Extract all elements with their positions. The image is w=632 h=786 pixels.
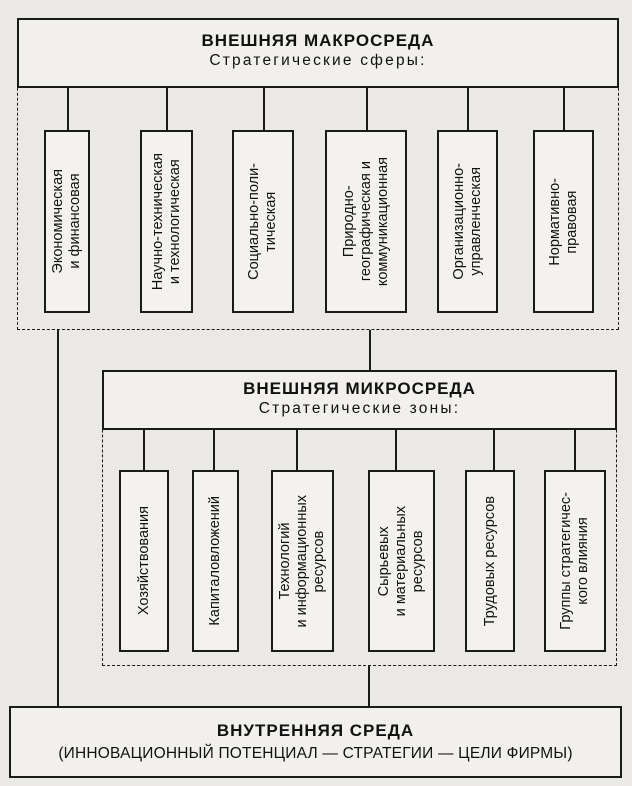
internal-box: ВНУТРЕННЯЯ СРЕДА (ИННОВАЦИОННЫЙ ПОТЕНЦИА… — [9, 706, 622, 778]
macro-sphere-label: Социально-поли- тическая — [246, 163, 279, 280]
macro-sphere-sociopolitical: Социально-поли- тическая — [232, 130, 294, 313]
micro-zone-influence-groups: Группы стратегичес- кого влияния — [544, 470, 606, 652]
internal-subtitle: (ИННОВАЦИОННЫЙ ПОТЕНЦИАЛ — СТРАТЕГИИ — Ц… — [58, 745, 573, 762]
connector — [563, 88, 565, 130]
macro-subtitle: Стратегические сферы: — [209, 52, 427, 69]
micro-zone-economy: Хозяйствования — [119, 470, 169, 652]
macro-sphere-economic: Экономическая и финансовая — [44, 130, 90, 313]
micro-title: ВНЕШНЯЯ МИКРОСРЕДА — [243, 379, 476, 398]
connector — [467, 88, 469, 130]
connector — [574, 430, 576, 470]
connector — [166, 88, 168, 130]
macro-sphere-natural: Природно- географическая и коммуникацион… — [325, 130, 407, 313]
internal-title: ВНУТРЕННЯЯ СРЕДА — [216, 721, 415, 740]
macro-sphere-scientific: Научно-техническая и технологическая — [140, 130, 193, 313]
macro-sphere-label: Нормативно- правовая — [546, 177, 580, 266]
connector — [57, 330, 59, 706]
macro-sphere-organizational: Организационно- управленческая — [437, 130, 498, 313]
micro-zone-label: Трудовых ресурсов — [481, 495, 498, 627]
connector — [369, 330, 371, 370]
macro-sphere-legal: Нормативно- правовая — [533, 130, 594, 313]
macro-title: ВНЕШНЯЯ МАКРОСРЕДА — [201, 31, 435, 50]
connector — [366, 88, 368, 130]
micro-subtitle: Стратегические зоны: — [258, 400, 461, 417]
connector — [395, 430, 397, 470]
macro-sphere-label: Организационно- управленческая — [450, 163, 484, 280]
micro-zone-label: Капиталовложений — [207, 496, 223, 626]
micro-zone-investment: Капиталовложений — [192, 470, 239, 652]
macro-sphere-label: Экономическая и финансовая — [50, 169, 83, 274]
micro-zone-label: Группы стратегичес- кого влияния — [558, 492, 591, 630]
macro-sphere-label: Природно- географическая и коммуникацион… — [340, 156, 391, 287]
micro-zone-label: Сырьевых и материальных ресурсов — [376, 505, 426, 617]
connector — [143, 430, 145, 470]
connector — [263, 88, 265, 130]
connector — [67, 88, 69, 130]
micro-zone-labor: Трудовых ресурсов — [465, 470, 515, 652]
micro-zone-raw-materials: Сырьевых и материальных ресурсов — [368, 470, 435, 652]
micro-header-box: ВНЕШНЯЯ МИКРОСРЕДА Стратегические зоны: — [102, 370, 617, 430]
micro-zone-label: Технологий и информационных ресурсов — [277, 494, 327, 628]
macro-header-box: ВНЕШНЯЯ МАКРОСРЕДА Стратегические сферы: — [17, 18, 619, 88]
connector — [213, 430, 215, 470]
connector — [368, 666, 370, 706]
micro-zone-label: Хозяйствования — [135, 506, 152, 616]
micro-zone-technology: Технологий и информационных ресурсов — [271, 470, 334, 652]
connector — [296, 430, 298, 470]
connector — [493, 430, 495, 470]
macro-sphere-label: Научно-техническая и технологическая — [149, 152, 183, 291]
